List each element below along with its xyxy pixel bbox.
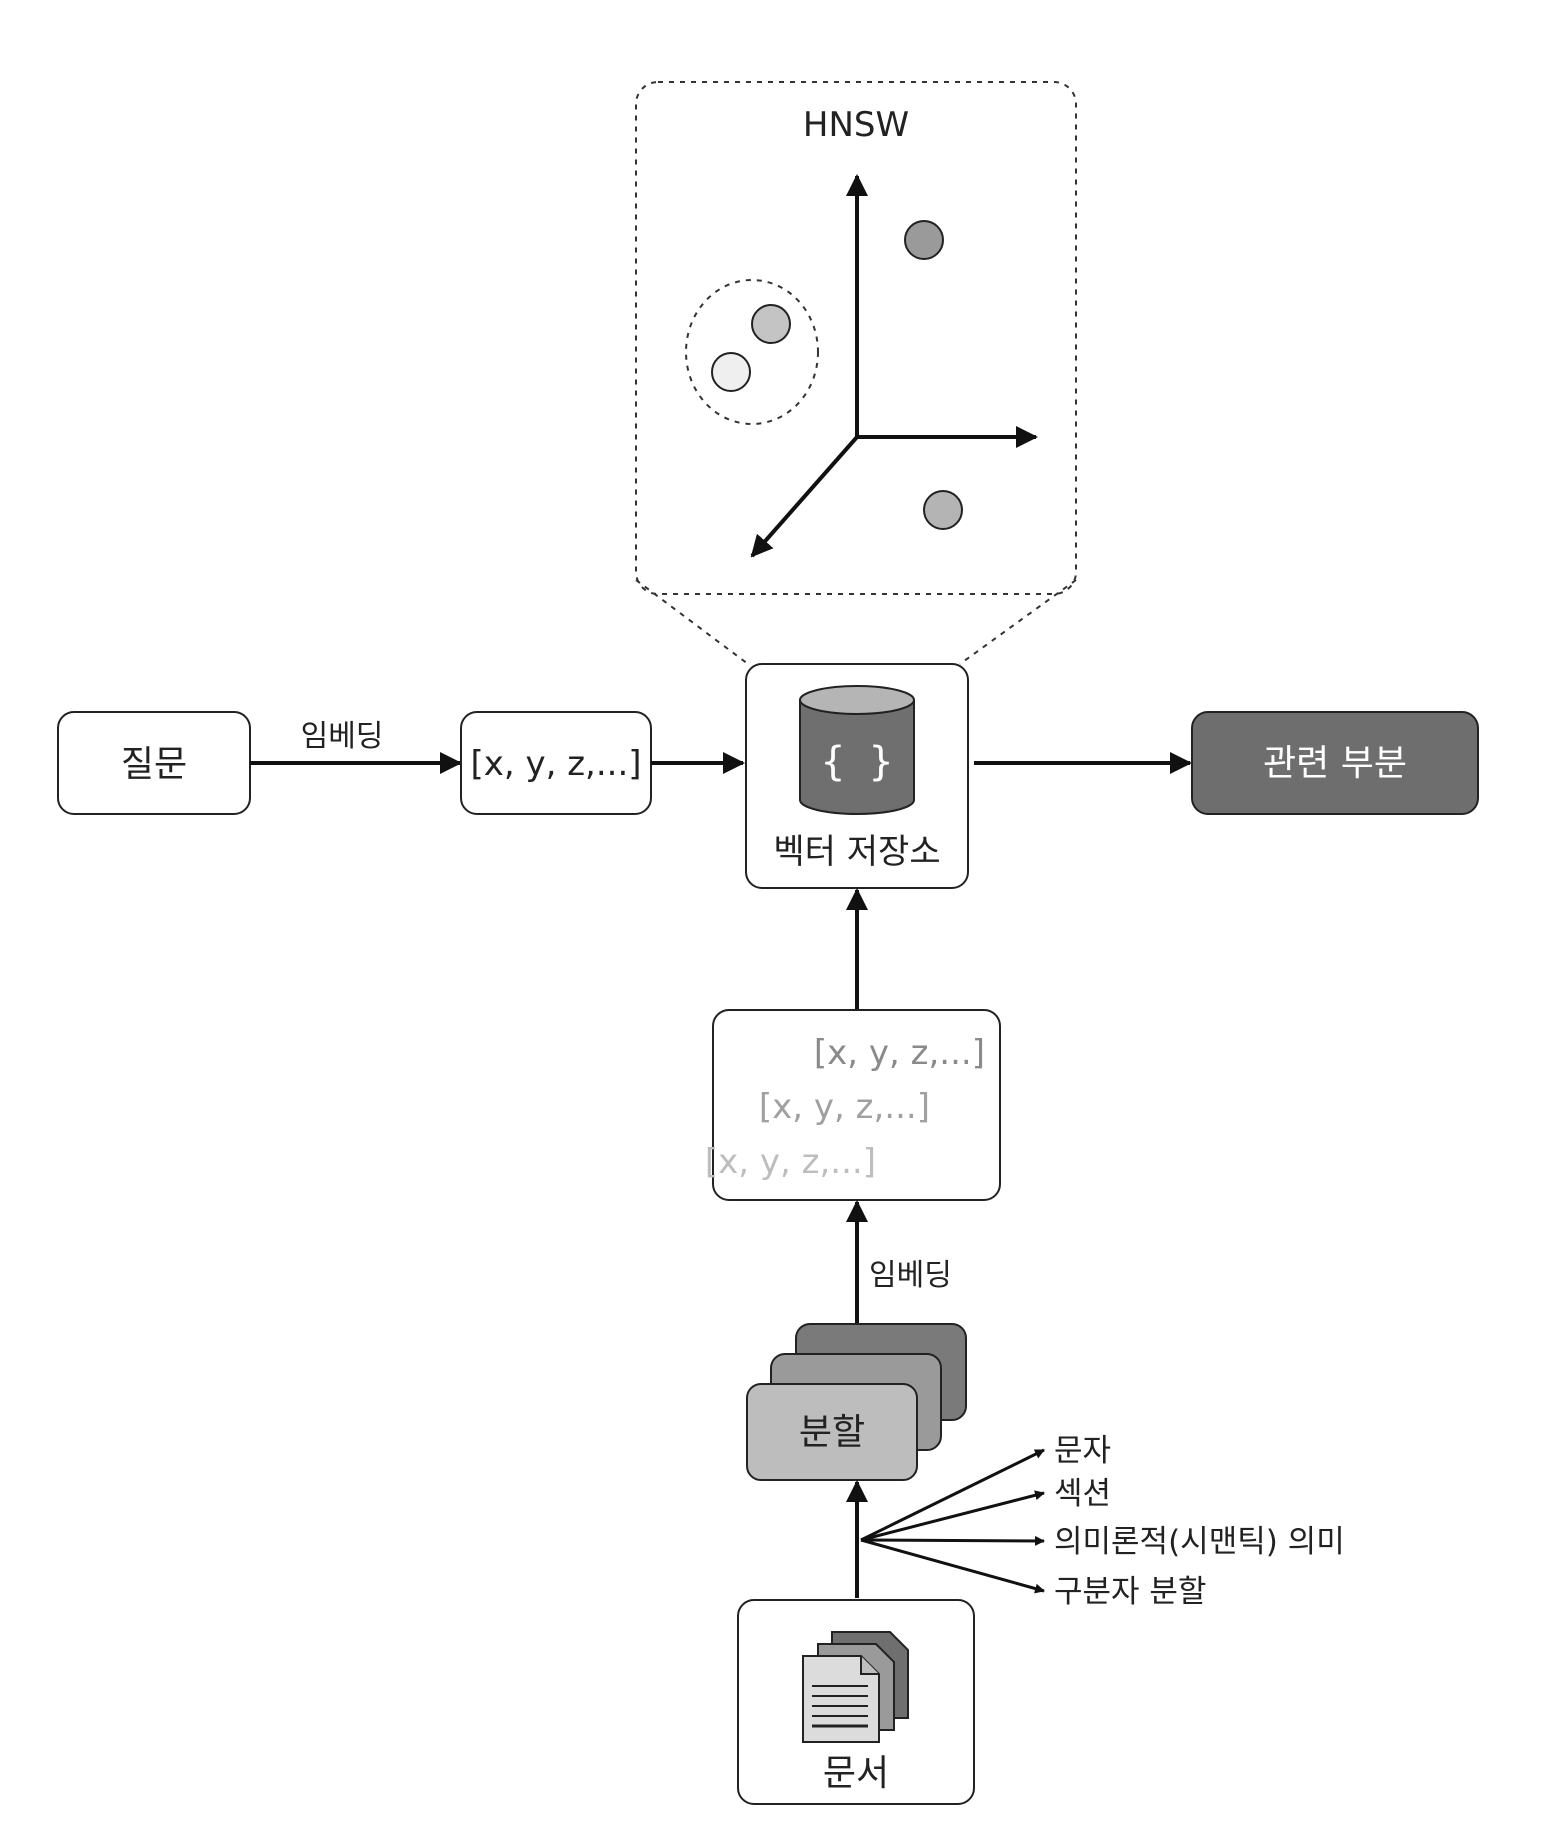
split-method-item: 의미론적(시맨틱) 의미 <box>1054 1524 1345 1560</box>
vector-item: [x, y, z,...] <box>705 1142 876 1182</box>
split-node[interactable]: 분할 <box>746 1323 967 1481</box>
hnsw-panel: HNSW <box>635 81 1077 665</box>
database-glyph: { } <box>821 739 893 785</box>
hnsw-title: HNSW <box>803 105 909 145</box>
split-label: 분할 <box>799 1412 865 1453</box>
vector-point <box>751 304 791 344</box>
query-vector-node[interactable]: [x, y, z,...] <box>460 711 652 815</box>
document-node[interactable]: 문서 <box>737 1599 975 1805</box>
query-node[interactable]: 질문 <box>57 711 251 815</box>
vector-point <box>904 220 944 260</box>
vector-item: [x, y, z,...] <box>759 1087 930 1127</box>
embed-bottom-label: 임베딩 <box>869 1258 952 1293</box>
embed-top-label: 임베딩 <box>301 719 384 754</box>
vector-point <box>923 490 963 530</box>
zoom-line-right <box>959 579 1077 665</box>
split-method-item: 구분자 분할 <box>1054 1574 1206 1610</box>
vector-item: [x, y, z,...] <box>814 1033 985 1073</box>
database-icon: { } <box>799 685 915 815</box>
documents-icon <box>802 1631 909 1743</box>
document-label: 문서 <box>823 1753 889 1794</box>
vector-store-node[interactable]: { } 벡터 저장소 <box>745 663 969 889</box>
zoom-line-left <box>635 579 749 665</box>
result-node[interactable]: 관련 부분 <box>1191 711 1479 815</box>
split-method-item: 섹션 <box>1054 1476 1111 1512</box>
vector-list-node[interactable]: [x, y, z,...] [x, y, z,...] [x, y, z,...… <box>705 1009 1001 1201</box>
vector-point <box>711 352 751 392</box>
cluster-boundary <box>685 279 819 425</box>
query-vector-label: [x, y, z,...] <box>470 744 641 784</box>
split-card-front <box>746 1383 918 1481</box>
split-methods: 문자 섹션 의미론적(시맨틱) 의미 구분자 분할 <box>860 1433 1345 1610</box>
split-method-item: 문자 <box>1054 1433 1111 1469</box>
result-label: 관련 부분 <box>1263 743 1407 784</box>
axes-3d <box>750 174 1038 558</box>
vector-store-label: 벡터 저장소 <box>773 832 940 872</box>
query-label: 질문 <box>121 744 187 785</box>
